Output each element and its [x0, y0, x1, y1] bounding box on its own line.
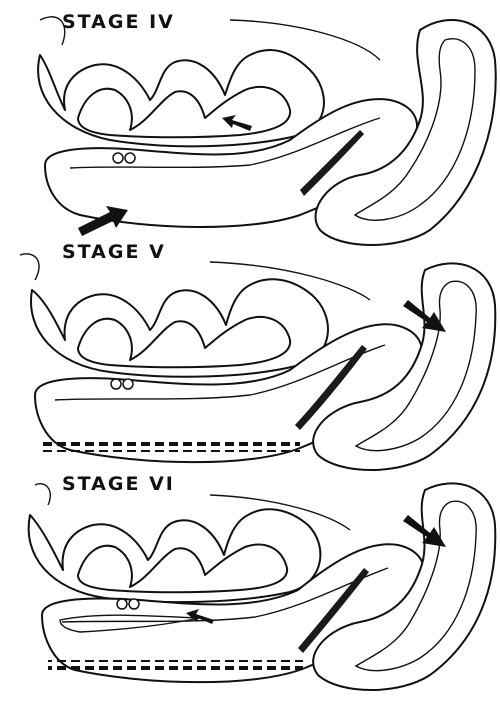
stage-iv-panel: STAGE IV	[38, 11, 496, 245]
stage-vi-panel: STAGE VI	[29, 473, 496, 690]
stage-v-label: STAGE V	[62, 241, 166, 263]
stage-iv-folded-lobe	[38, 50, 324, 146]
stage-vi-folded-lobe	[29, 509, 321, 602]
stage-vi-label: STAGE VI	[62, 473, 175, 495]
stage-v-panel: STAGE V	[20, 241, 495, 470]
stage-iv-label: STAGE IV	[62, 11, 175, 33]
stage-v-folded-lobe	[31, 279, 328, 376]
